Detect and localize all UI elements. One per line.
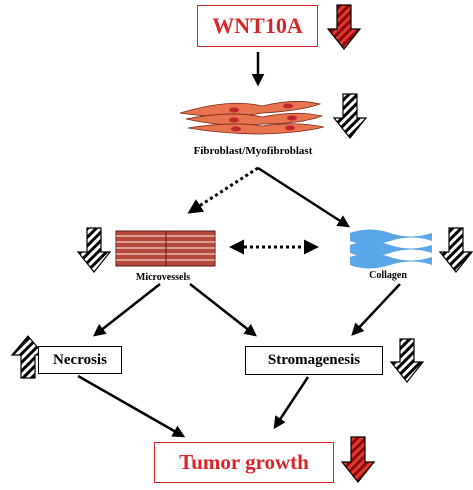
tumor-growth-down-solid-arrow-icon <box>340 436 376 483</box>
wnt10a-node: WNT10A <box>197 5 318 47</box>
microvessels-icon <box>115 230 216 267</box>
stromagenesis-node: Stromagenesis <box>245 346 383 375</box>
wnt10a-down-solid-arrow-icon <box>326 4 362 50</box>
fibroblast-down-hatched-arrow-icon <box>332 93 368 139</box>
arrow-collagen-to-stromagenesis <box>351 283 401 336</box>
fibroblast-label: Fibroblast/Myofibroblast <box>193 145 313 157</box>
tumor-growth-label: Tumor growth <box>179 450 309 474</box>
necrosis-node: Necrosis <box>38 346 122 374</box>
collagen-down-hatched-arrow-icon <box>438 227 473 273</box>
arrow-stromagenesis-to-tumor <box>273 376 310 430</box>
arrow-necrosis-to-tumor <box>77 374 186 438</box>
necrosis-label: Necrosis <box>53 351 107 368</box>
arrow-microvessels-to-necrosis <box>93 283 161 337</box>
arrow-fibroblast-to-collagen <box>257 166 351 228</box>
tumor-growth-node: Tumor growth <box>154 442 334 483</box>
stromagenesis-label: Stromagenesis <box>267 352 361 368</box>
microvessels-down-hatched-arrow-icon <box>76 227 112 273</box>
necrosis-up-hatched-arrow-icon <box>10 335 46 379</box>
arrow-microvessels-to-stromagenesis <box>189 283 257 337</box>
stromagenesis-down-hatched-arrow-icon <box>389 338 425 383</box>
arrow-fibroblast-to-microvessels <box>187 166 259 214</box>
fibroblast-cells-icon <box>179 101 325 135</box>
collagen-label: Collagen <box>369 270 407 281</box>
microvessels-label: Microvessels <box>135 272 191 283</box>
collagen-icon <box>350 229 432 269</box>
wnt10a-label: WNT10A <box>212 13 303 38</box>
